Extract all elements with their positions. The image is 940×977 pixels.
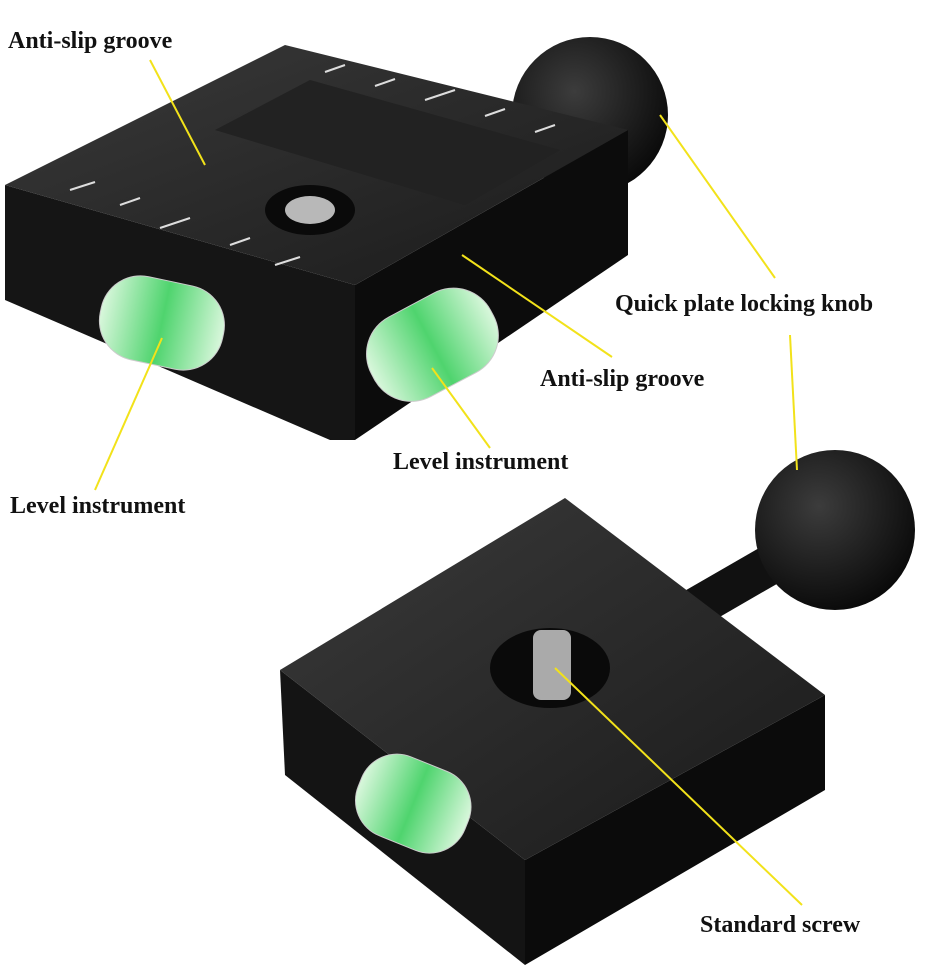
level-bubble-right [366, 287, 499, 402]
label-standard-screw: Standard screw [700, 912, 861, 938]
label-quick-plate-locking-knob: Quick plate locking knob [615, 291, 874, 317]
hex-screw [285, 196, 335, 224]
standard-screw-shape [533, 630, 571, 700]
label-level-instrument-left: Level instrument [10, 493, 186, 519]
level-bubble-left [98, 275, 225, 371]
leader-lines [94, 59, 803, 906]
label-level-instrument-right: Level instrument [393, 449, 569, 475]
clamp-body [5, 37, 668, 440]
label-anti-slip-groove-mid: Anti-slip groove [540, 366, 705, 392]
label-anti-slip-groove-top: Anti-slip groove [8, 28, 173, 54]
locking-knob-bottom [755, 450, 915, 610]
level-bubble-plate [354, 753, 472, 854]
quick-plate [280, 450, 915, 965]
